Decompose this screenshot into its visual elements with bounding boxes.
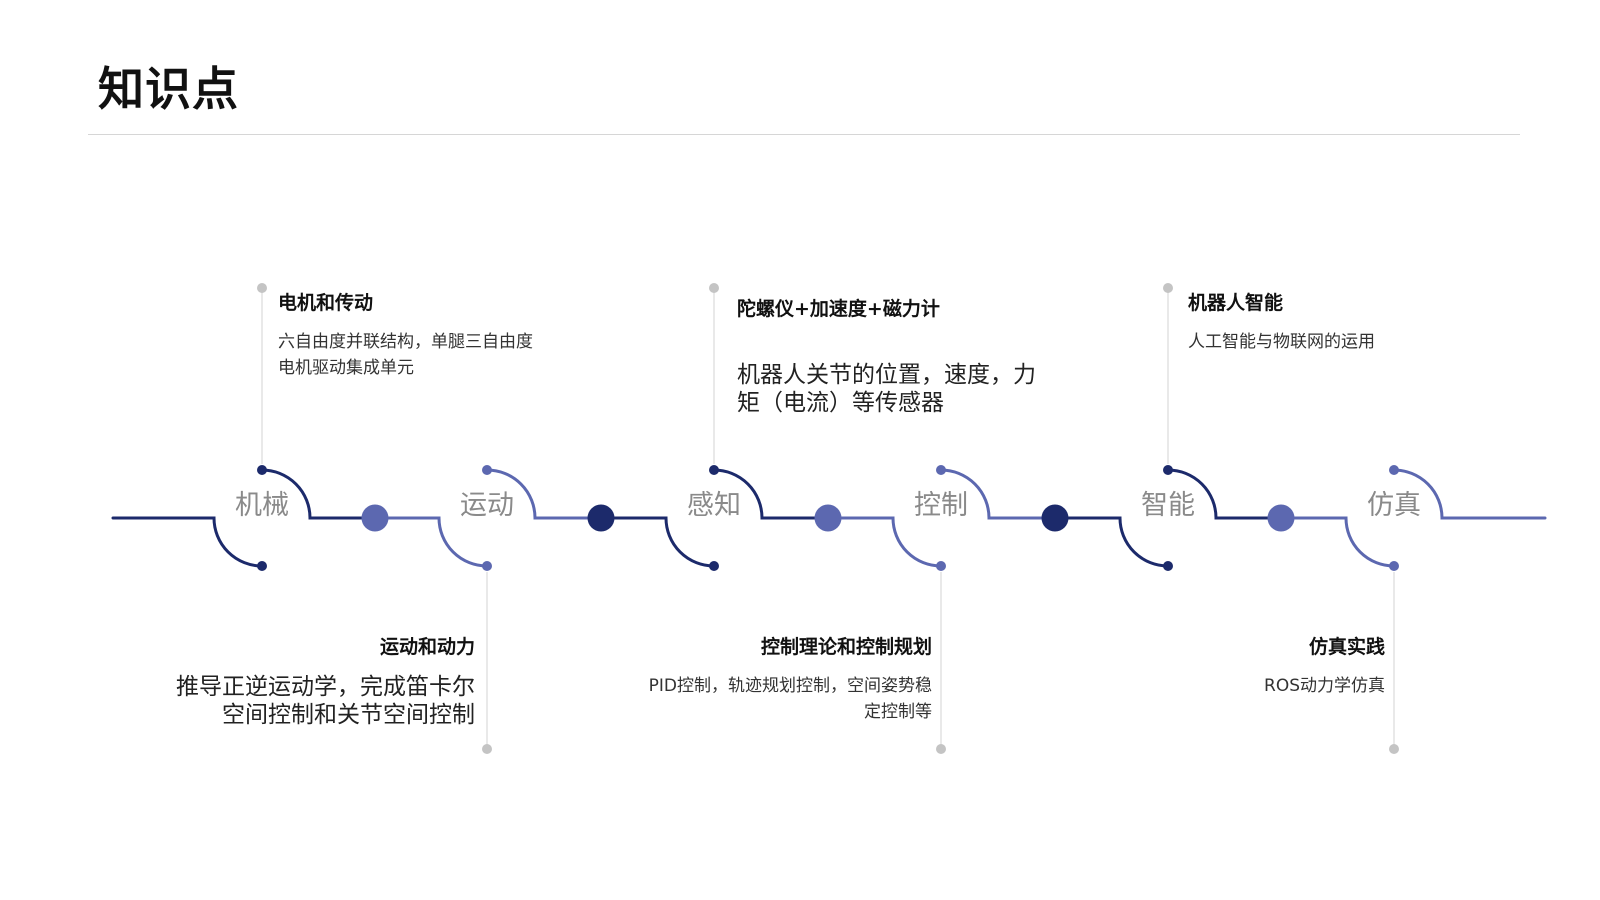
topic-card-kinematics: 运动和动力 推导正逆运动学，完成笛卡尔 空间控制和关节空间控制 [130,632,475,729]
node-label-intelligence: 智能 [1141,490,1195,521]
topic-card-control-theory: 控制理论和控制规划 PID控制，轨迹规划控制，空间姿势稳 定控制等 [560,632,932,725]
node-label-perception: 感知 [687,490,741,521]
connector-dot [936,744,946,754]
joint-dot [1041,504,1069,532]
topic-card-sim-practice: 仿真实践 ROS动力学仿真 [1130,632,1385,699]
joint-dot [361,504,389,532]
topic-description: 六自由度并联结构，单腿三自由度 电机驱动集成单元 [278,332,533,378]
arc-end-dot [1389,465,1399,475]
node-label-control: 控制 [914,490,968,521]
connector-dot [709,283,719,293]
joint-dot [814,504,842,532]
timeline-segment-control [826,468,1057,568]
page-title: 知识点 [98,62,239,116]
connector-dot [257,283,267,293]
arc-end-dot [936,561,946,571]
topic-card-ai: 机器人智能 人工智能与物联网的运用 [1188,288,1518,355]
topic-title: 控制理论和控制规划 [760,636,932,658]
connector-dot [482,744,492,754]
arc-end-dot [1389,561,1399,571]
joint-dot [587,504,615,532]
arc-end-dot [257,465,267,475]
arc-end-dot [936,465,946,475]
topic-title: 电机和传动 [278,292,374,314]
arc-end-dot [257,561,267,571]
timeline-segment-mech [111,468,377,568]
topic-description: PID控制，轨迹规划控制，空间姿势稳 定控制等 [648,676,932,722]
arc-end-dot [1163,465,1173,475]
topic-description: ROS动力学仿真 [1264,676,1385,696]
topic-description: 人工智能与物联网的运用 [1188,332,1375,352]
connector-dot [1389,744,1399,754]
topic-card-sensors: 陀螺仪+加速度+磁力计 机器人关节的位置，速度，力 矩（电流）等传感器 [737,294,1117,417]
topic-title: 仿真实践 [1308,636,1385,658]
timeline-segment-intelligence [1053,468,1283,568]
arc-end-dot [482,465,492,475]
arc-end-dot [709,465,719,475]
arc-end-dot [1163,561,1173,571]
timeline-segment-perception [599,468,830,568]
topic-description: 推导正逆运动学，完成笛卡尔 空间控制和关节空间控制 [176,674,475,728]
joint-dot [1267,504,1295,532]
arc-end-dot [709,561,719,571]
title-divider [88,134,1520,135]
timeline-segment-simulation [1279,468,1547,568]
topic-title: 运动和动力 [379,636,475,658]
arc-end-dot [482,561,492,571]
topic-card-motor: 电机和传动 六自由度并联结构，单腿三自由度 电机驱动集成单元 [278,288,608,381]
topic-title: 机器人智能 [1188,292,1284,314]
topic-title: 陀螺仪+加速度+磁力计 [737,298,940,320]
node-label-mechanics: 机械 [235,490,289,521]
topic-description: 机器人关节的位置，速度，力 矩（电流）等传感器 [737,362,1036,416]
timeline-segment-motion [373,468,603,568]
connector-dot [1163,283,1173,293]
node-label-simulation: 仿真 [1367,490,1421,521]
node-label-motion: 运动 [460,490,514,521]
